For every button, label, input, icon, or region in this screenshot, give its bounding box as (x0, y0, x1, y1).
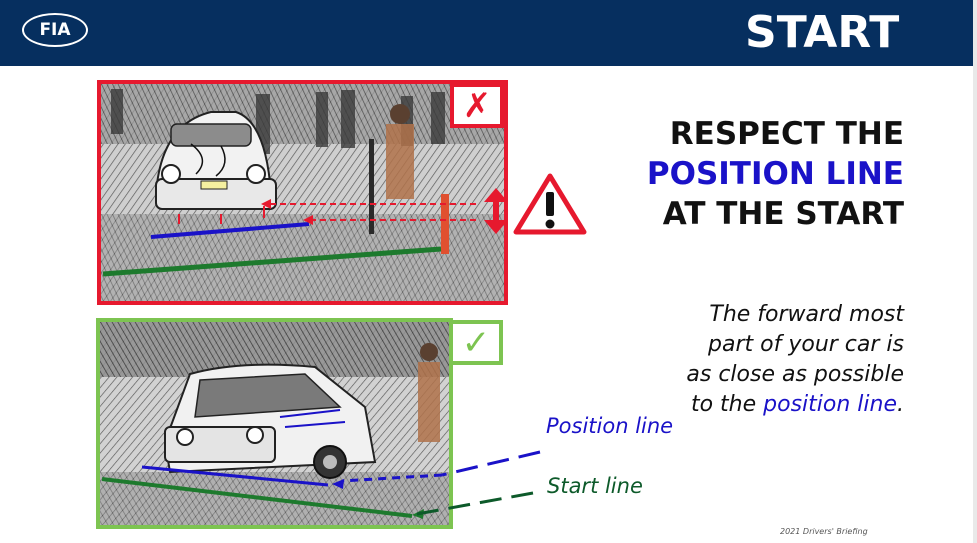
body-line-4: to the position line. (650, 390, 904, 420)
body-line-4-suffix: . (897, 392, 904, 417)
position-line-label: Position line (546, 414, 674, 438)
headline-line-1: RESPECT THE (669, 116, 904, 152)
page-title: START (745, 7, 900, 58)
header-bar: FIA START (0, 0, 973, 66)
body-line-2: part of your car is (708, 332, 904, 357)
warning-triangle-icon (513, 173, 587, 235)
start-line-label: Start line (547, 474, 643, 498)
wrong-start-photo (97, 80, 508, 305)
up-down-arrow-icon (484, 188, 508, 234)
footer-text: 2021 Drivers' Briefing (780, 527, 868, 536)
headline-line-3: AT THE START (662, 196, 904, 232)
logo-text: FIA (39, 20, 71, 40)
body-line-4-prefix: to the (690, 392, 764, 417)
body-line-4-highlight: position line (763, 392, 897, 417)
main-headline: RESPECT THE POSITION LINE AT THE START (600, 114, 904, 234)
body-line-3: as close as possible (686, 362, 904, 387)
x-mark-icon: ✗ (450, 83, 504, 128)
explanation-text: The forward most part of your car is as … (650, 300, 904, 420)
headline-line-2: POSITION LINE (646, 156, 904, 192)
slide-edge (973, 0, 977, 543)
correct-start-photo (96, 318, 453, 529)
fia-logo: FIA (22, 13, 88, 47)
check-mark-icon: ✓ (449, 320, 503, 365)
body-line-1: The forward most (709, 302, 904, 327)
